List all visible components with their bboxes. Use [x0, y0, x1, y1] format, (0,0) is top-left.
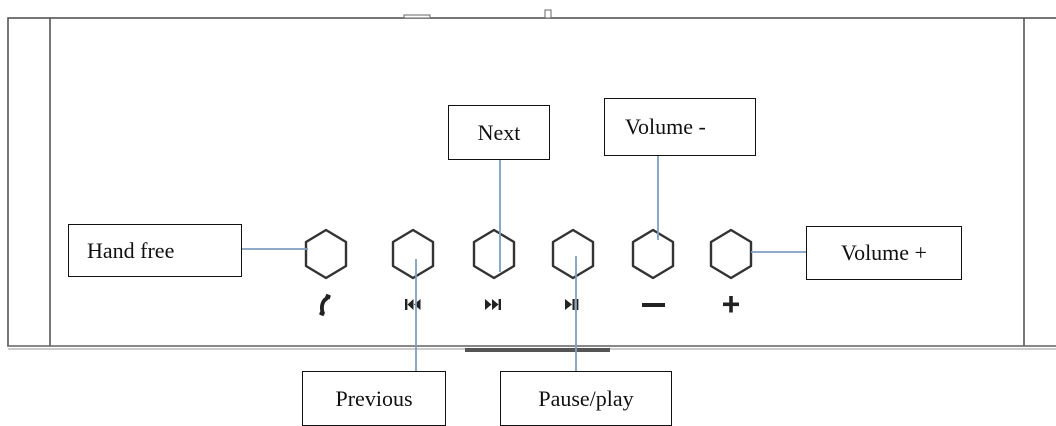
top-slot [404, 15, 430, 18]
volume-minus-label: Volume - [604, 98, 756, 156]
pause-play-label: Pause/play [500, 371, 672, 426]
next-label: Next [448, 105, 550, 160]
button-next[interactable] [474, 230, 514, 278]
button-hand-free[interactable] [306, 230, 346, 278]
top-notch [545, 10, 551, 18]
minus-icon [642, 303, 665, 307]
previous-label: Previous [302, 371, 446, 426]
bottom-foot [465, 348, 610, 352]
device-body [8, 18, 1056, 349]
button-volume-plus[interactable] [711, 230, 751, 278]
button-pause-play[interactable] [553, 230, 593, 278]
hand-free-label: Hand free [68, 224, 242, 277]
button-volume-minus[interactable] [633, 230, 673, 278]
button-previous[interactable] [393, 230, 433, 278]
volume-plus-label: Volume + [806, 226, 962, 280]
